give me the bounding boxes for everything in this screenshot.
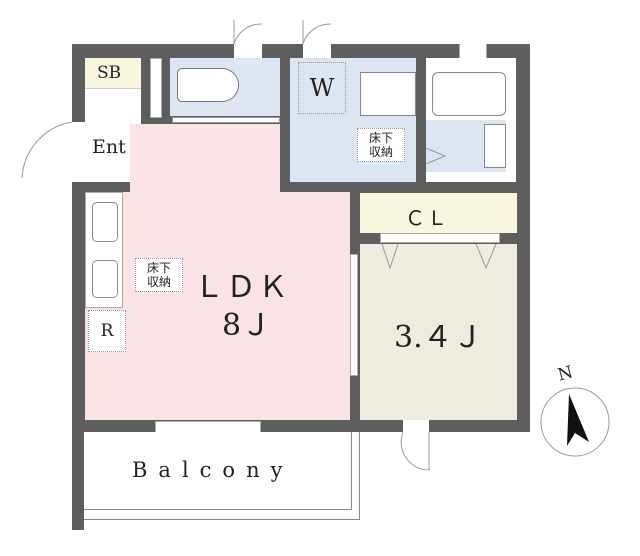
closet-door — [380, 233, 500, 243]
balcony-label: Balcony — [132, 458, 294, 482]
vent-gap — [459, 44, 487, 58]
underfloor-storage-2: 床下 収納 — [135, 258, 183, 292]
entrance-door-gap — [72, 122, 85, 182]
bedroom-door-gap — [403, 420, 429, 432]
stove-icon — [92, 202, 118, 242]
sink-icon — [92, 260, 118, 298]
compass-icon — [540, 387, 610, 457]
bathtub — [432, 72, 506, 116]
ldk-size: 8Ｊ — [222, 308, 272, 343]
ldk-name: ＬＤＫ — [194, 270, 290, 305]
washroom-label: W — [298, 62, 346, 114]
balcony — [84, 432, 352, 510]
sb-label: SB — [97, 63, 122, 83]
entrance-label: Ent — [92, 136, 126, 158]
wash-basin — [360, 72, 416, 116]
bedroom-sliding-door — [350, 254, 358, 376]
closet-label: ＣＬ — [405, 206, 449, 230]
ldk-upper — [130, 124, 280, 194]
bedroom-size: 3.４Ｊ — [394, 320, 483, 355]
toilet-door-slide — [172, 117, 280, 123]
toilet-fixture — [177, 68, 239, 102]
toilet-door-gap — [234, 44, 262, 58]
bath-step — [484, 124, 506, 168]
storage-column — [150, 58, 162, 118]
underfloor-storage-1: 床下 収納 — [357, 128, 405, 162]
shoe-box — [85, 58, 141, 88]
ldk — [85, 192, 350, 420]
balcony-rail — [84, 432, 360, 520]
refrigerator-label: R — [88, 310, 126, 352]
bedroom — [360, 244, 517, 420]
washroom-door-gap — [303, 44, 331, 58]
balcony-side-wall — [72, 430, 84, 530]
closet — [360, 193, 517, 233]
